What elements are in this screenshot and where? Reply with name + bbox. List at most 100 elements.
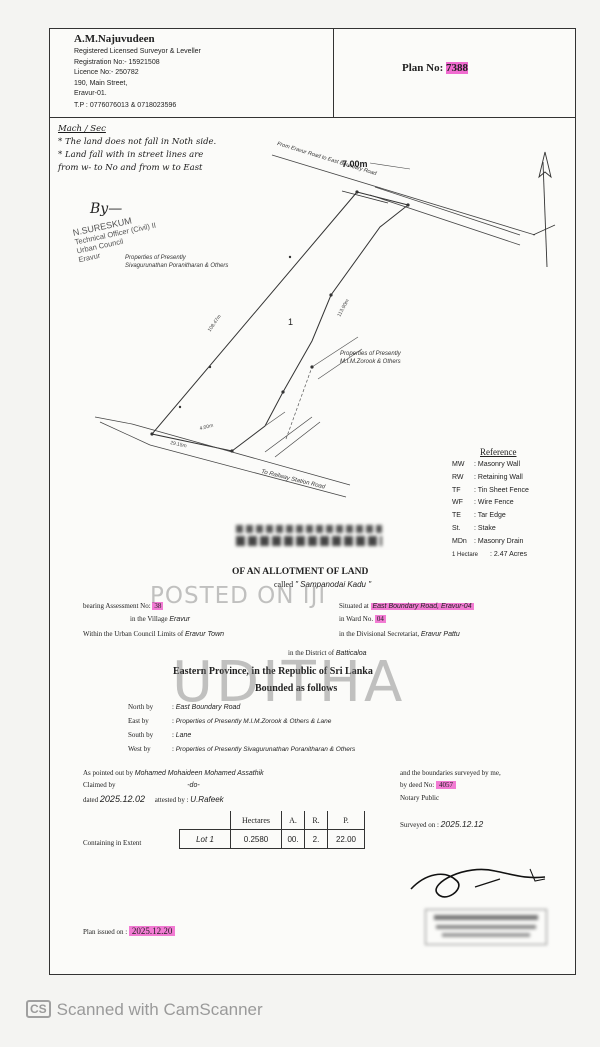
table-header-cell: P.: [327, 811, 365, 830]
reference-code: RW: [452, 473, 464, 481]
note-line: * Land fall with in street lines are: [58, 150, 204, 160]
pointed-out-label: As pointed out by: [83, 769, 133, 777]
blurred-title-block: [236, 523, 382, 553]
road-width-label: 7.00m: [342, 159, 368, 169]
table-cell: 0.2580: [230, 829, 282, 849]
reference-item: MDn: Masonry Drain: [452, 536, 529, 549]
surveyor-line: Registration No:- 15921508: [74, 58, 160, 66]
surveyor-line: Eravur-01.: [74, 90, 107, 97]
called-label: called: [274, 580, 294, 589]
reference-legend: MW: Masonry Wall RW: Retaining Wall TF: …: [452, 459, 529, 561]
notary-label: Notary Public: [400, 794, 440, 802]
surveyor-line: Registered Licensed Surveyor & Leveller: [74, 48, 201, 55]
dated-value: 2025.12.02: [99, 794, 145, 804]
deed-label: by deed No:: [400, 781, 435, 789]
surveyed-row: Surveyed on : 2025.12.12: [400, 819, 483, 829]
table-row: Lot 1 0.2580 00. 2. 22.00: [179, 829, 365, 849]
table-cell: 00.: [281, 829, 305, 849]
svg-text:29.15m: 29.15m: [170, 440, 188, 449]
reference-code: MW: [452, 461, 465, 468]
officer-initials: By—: [90, 201, 123, 217]
reference-item: TF: Tin Sheet Fence: [452, 485, 529, 498]
surveyor-line: Licence No:- 250782: [74, 69, 139, 76]
ward-row: in Ward No. 04: [339, 615, 386, 623]
reference-desc: Stake: [477, 524, 496, 532]
note-title: Mach / Sec: [58, 124, 106, 134]
called-value: " Sampanodai Kadu ": [295, 580, 372, 589]
uc-label: Within the Urban Council Limits of: [83, 630, 184, 638]
table-header-cell: A.: [281, 811, 305, 830]
ds-label: in the Divisional Secretariat,: [339, 630, 420, 638]
surveyor-stamp: [425, 909, 547, 945]
bounded-heading: Bounded as follows: [255, 683, 338, 694]
dated-row: dated 2025.12.02 attested by : U.Rafeek: [83, 794, 224, 804]
reference-item: 1 Hectare: 2.47 Acres: [452, 549, 529, 562]
svg-text:113.90m: 113.90m: [336, 298, 350, 318]
village-value: Eravur: [169, 616, 190, 623]
survey-plan-sheet: A.M.Najuvudeen Registered Licensed Surve…: [49, 28, 576, 975]
camscanner-text: Scanned with CamScanner: [56, 1000, 263, 1019]
extent-table: Hectares A. R. P. Lot 1 0.2580 00. 2. 22…: [179, 811, 365, 849]
surveyor-name: A.M.Najuvudeen: [74, 33, 155, 45]
situated-row: Situated at East Boundary Road, Eravur-0…: [339, 602, 474, 610]
table-row: Hectares A. R. P.: [180, 811, 365, 830]
uc-value: Eravur Town: [184, 631, 225, 638]
reference-desc: Masonry Drain: [477, 537, 524, 545]
bound-south: South by: Lane: [128, 731, 192, 739]
bound-label: East by: [128, 717, 149, 725]
svg-text:4.00m: 4.00m: [199, 423, 214, 432]
deed-value: 4057: [435, 781, 456, 789]
reference-desc: Tar Edge: [477, 512, 506, 520]
bound-north: North by: East Boundary Road: [128, 703, 241, 711]
ds-value: Eravur Pattu: [420, 631, 460, 638]
district-label: in the District of: [288, 649, 335, 657]
reference-item: MW: Masonry Wall: [452, 459, 529, 472]
plan-number: Plan No: 7388: [402, 62, 468, 74]
village-label: in the Village: [130, 615, 168, 623]
boundaries-text: and the boundaries surveyed by me,: [400, 769, 501, 777]
plan-issued-value: 2025.12.20: [128, 926, 176, 936]
village-row: in the Village Eravur: [130, 615, 190, 623]
assessment-value: 38: [152, 602, 164, 610]
reference-code: St.: [452, 524, 461, 532]
extent-label: Containing in Extent: [83, 839, 142, 847]
assessment-row: bearing Assessment No: 38: [83, 602, 164, 610]
reference-desc: Tin Sheet Fence: [477, 486, 529, 494]
note-line: from w- to No and from w to East: [58, 163, 203, 173]
uc-row: Within the Urban Council Limits of Eravu…: [83, 630, 224, 638]
ds-row: in the Divisional Secretariat, Eravur Pa…: [339, 630, 460, 638]
note-line: * The land does not fall in Noth side.: [58, 137, 217, 147]
reference-title: Reference: [480, 447, 517, 457]
surveyor-header: A.M.Najuvudeen Registered Licensed Surve…: [50, 29, 334, 118]
district-row: in the District of Batticaloa: [288, 649, 367, 657]
table-header-cell: [180, 811, 231, 830]
east-property-label: Properties of Presently M.I.M.Zorook & O…: [340, 351, 401, 365]
bound-value: Lane: [175, 732, 192, 739]
camscanner-logo-icon: CS: [26, 1000, 51, 1018]
surveyor-line: 190, Main Street,: [74, 79, 128, 87]
reference-desc: Retaining Wall: [477, 473, 523, 481]
pointed-out-row: As pointed out by Mohamed Mohaideen Moha…: [83, 769, 264, 777]
plan-number-box: Plan No: 7388: [334, 29, 575, 118]
surveyor-line: T.P : 0776076013 & 0718023596: [74, 102, 177, 109]
reference-code: TE: [452, 512, 461, 520]
bound-east: East by: Properties of Presently M.I.M.Z…: [128, 717, 332, 725]
bound-west: West by: Properties of Presently Sivagur…: [128, 745, 356, 753]
bound-value: Properties of Presently M.I.M.Zorook & O…: [175, 718, 332, 725]
called-line: called " Sampanodai Kadu ": [274, 580, 371, 589]
reference-desc: Masonry Wall: [477, 461, 521, 468]
ward-label: in Ward No.: [339, 615, 374, 623]
table-cell: Lot 1: [179, 829, 231, 849]
table-header-cell: R.: [304, 811, 328, 830]
handwritten-note: Mach / Sec * The land does not fall in N…: [58, 123, 216, 175]
assessment-label: bearing Assessment No:: [83, 602, 151, 610]
allotment-title: OF AN ALLOTMENT OF LAND: [232, 567, 369, 577]
reference-desc: 2.47 Acres: [493, 550, 527, 558]
reference-item: WF: Wire Fence: [452, 497, 529, 510]
north-arrow-icon: [532, 151, 556, 268]
plan-number-label: Plan No:: [402, 62, 444, 74]
surveyed-value: 2025.12.12: [440, 819, 484, 829]
province-line: Eastern Province, in the Republic of Sri…: [173, 666, 373, 677]
bound-value: Properties of Presently Sivagurunathan P…: [175, 746, 356, 753]
bound-label: South by: [128, 731, 154, 739]
